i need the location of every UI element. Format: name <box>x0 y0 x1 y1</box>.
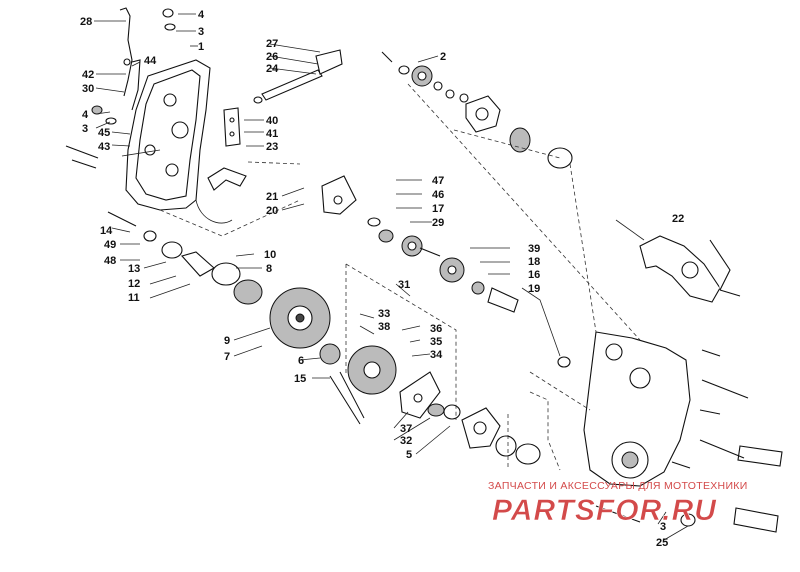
label-part-12: 12 <box>128 278 140 290</box>
label-part-31: 31 <box>398 279 410 291</box>
part-labels: 1 2 3 3 3 4 4 5 6 7 8 9 10 11 12 13 14 1… <box>80 9 684 549</box>
label-part-36: 36 <box>430 323 442 335</box>
label-part-7: 7 <box>224 351 230 363</box>
label-part-45: 45 <box>98 127 110 139</box>
label-part-38: 38 <box>378 321 390 333</box>
watermark-brand: PARTSFOR.RU <box>492 494 717 526</box>
watermark-logo: PARTSFOR.RU <box>492 494 717 526</box>
label-part-39: 39 <box>528 243 540 255</box>
label-part-2: 2 <box>440 51 446 63</box>
label-part-9: 9 <box>224 335 230 347</box>
chain-15 <box>329 371 365 425</box>
bearing-plate-5 <box>461 407 541 465</box>
label-part-14: 14 <box>100 225 113 237</box>
chaincase-housing <box>583 331 783 533</box>
label-part-37: 37 <box>400 423 412 435</box>
label-part-40: 40 <box>266 115 278 127</box>
label-part-21: 21 <box>266 191 278 203</box>
shaft-27 <box>253 49 343 104</box>
label-part-3a: 3 <box>198 26 204 38</box>
label-part-42: 42 <box>82 69 94 81</box>
label-part-23: 23 <box>266 141 278 153</box>
label-part-10: 10 <box>264 249 276 261</box>
housing-bolts <box>595 289 749 523</box>
label-part-19: 19 <box>528 283 540 295</box>
label-part-4a: 4 <box>198 9 205 21</box>
label-part-44: 44 <box>144 55 157 67</box>
leader-lines <box>94 13 689 541</box>
label-part-8: 8 <box>266 263 272 275</box>
label-part-29: 29 <box>432 217 444 229</box>
label-part-18: 18 <box>528 256 540 268</box>
label-part-32: 32 <box>400 435 412 447</box>
label-part-1: 1 <box>198 41 204 53</box>
pinion-6 <box>319 343 341 365</box>
label-part-26: 26 <box>266 51 278 63</box>
bracket-22 <box>639 235 731 303</box>
label-part-15: 15 <box>294 373 306 385</box>
label-part-3b: 3 <box>82 123 88 135</box>
label-part-20: 20 <box>266 205 278 217</box>
label-part-27: 27 <box>266 38 278 50</box>
tensioner-spring-assembly <box>107 211 263 305</box>
label-part-49: 49 <box>104 239 116 251</box>
label-part-47: 47 <box>432 175 444 187</box>
label-part-25: 25 <box>656 537 668 549</box>
label-part-30: 30 <box>82 83 94 95</box>
plate-40 <box>223 107 241 147</box>
sprocket-upper-assembly <box>381 51 573 169</box>
label-part-43: 43 <box>98 141 110 153</box>
label-part-28: 28 <box>80 16 92 28</box>
label-part-17: 17 <box>432 203 444 215</box>
label-part-22: 22 <box>672 213 684 225</box>
throttle-cable-bracket <box>119 7 141 111</box>
large-gear-7 <box>269 287 331 349</box>
label-part-33: 33 <box>378 308 390 320</box>
label-part-24: 24 <box>266 63 279 75</box>
chaincase-cover <box>121 59 211 211</box>
label-part-11: 11 <box>128 292 140 304</box>
label-part-48: 48 <box>104 255 116 267</box>
label-part-46: 46 <box>432 189 444 201</box>
label-part-13: 13 <box>128 263 140 275</box>
label-part-16: 16 <box>528 269 540 281</box>
label-part-6: 6 <box>298 355 304 367</box>
drive-sprocket-assembly <box>321 175 571 368</box>
label-part-34: 34 <box>430 349 443 361</box>
alignment-lines <box>159 83 641 471</box>
spring-clip-23 <box>195 167 247 224</box>
label-part-5: 5 <box>406 449 412 461</box>
tensioner-arm-37 <box>399 371 461 420</box>
label-part-41: 41 <box>266 128 278 140</box>
label-part-35: 35 <box>430 336 442 348</box>
watermark-subtitle: ЗАПЧАСТИ И АКСЕССУАРЫ ДЛЯ МОТОТЕХНИКИ <box>488 480 748 492</box>
gear-38 <box>347 345 397 395</box>
label-part-3c: 3 <box>660 521 666 533</box>
label-part-4b: 4 <box>82 109 89 121</box>
